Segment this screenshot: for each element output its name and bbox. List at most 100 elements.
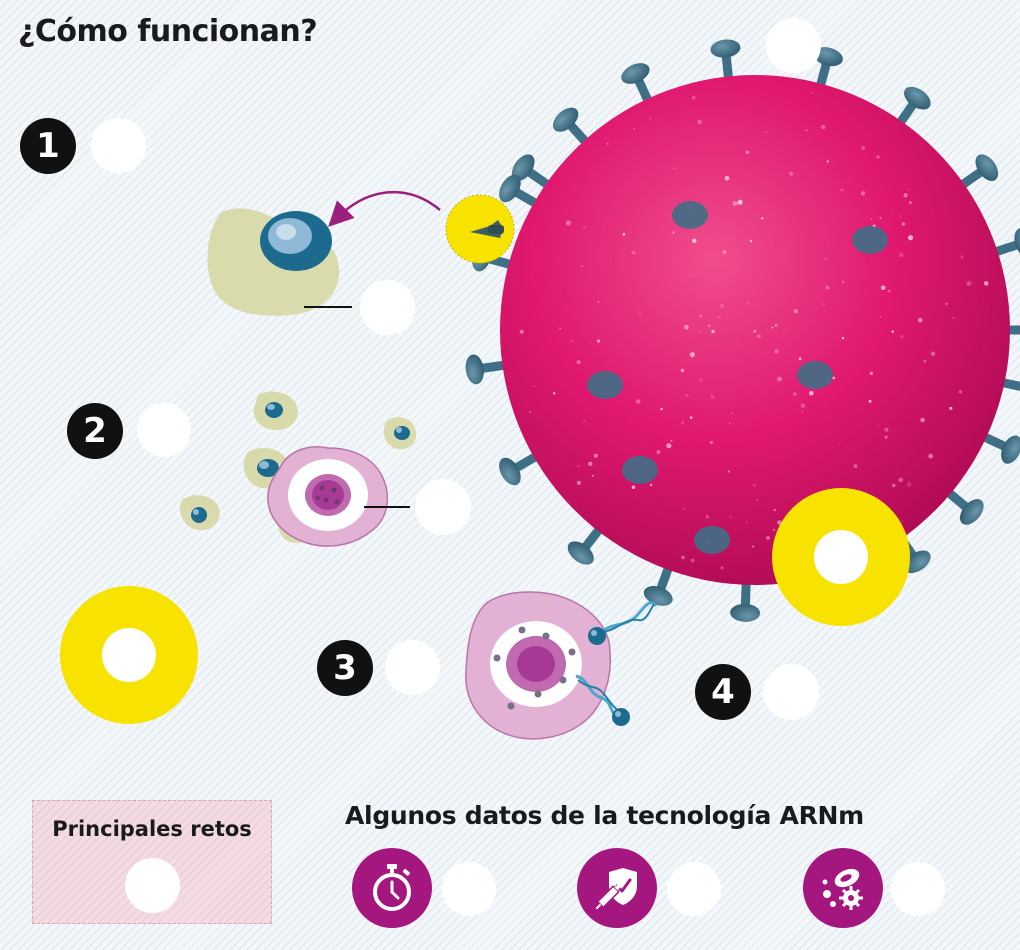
- connector-line: [304, 306, 352, 308]
- texture-speck: [656, 450, 661, 455]
- texture-speck: [731, 412, 733, 414]
- yellow-ring: [60, 586, 198, 724]
- texture-speck: [720, 566, 724, 570]
- texture-speck: [742, 311, 744, 313]
- texture-speck: [660, 407, 663, 411]
- texture-speck: [820, 124, 826, 130]
- texture-speck: [576, 360, 581, 365]
- texture-speck: [801, 410, 804, 413]
- texture-speck: [577, 465, 580, 468]
- spike-protein: [499, 449, 546, 486]
- page-title: ¿Cómo funcionan?: [18, 14, 318, 49]
- challenges-title: Principales retos: [52, 817, 252, 841]
- cell-with-mrna: [465, 591, 658, 740]
- texture-speck: [699, 378, 703, 383]
- texture-speck: [908, 189, 910, 191]
- texture-speck: [793, 309, 799, 314]
- texture-speck: [728, 422, 731, 425]
- texture-speck: [690, 558, 695, 563]
- surface-protein: [672, 201, 708, 229]
- texture-speck: [800, 403, 806, 408]
- texture-speck: [684, 324, 689, 330]
- texture-speck: [729, 516, 731, 518]
- marker-dot: [360, 280, 415, 335]
- texture-speck: [720, 303, 724, 308]
- texture-speck: [589, 342, 591, 344]
- marker-dot: [766, 18, 821, 73]
- texture-speck: [666, 443, 672, 449]
- texture-speck: [689, 416, 693, 419]
- surface-protein: [587, 371, 623, 399]
- connector-line: [364, 506, 410, 508]
- arrow-to-cell: [328, 191, 441, 227]
- step-1-dot: [91, 118, 146, 173]
- texture-speck: [753, 329, 757, 333]
- texture-speck: [685, 394, 689, 397]
- texture-speck: [842, 281, 845, 283]
- virus-surface-proteins: [587, 201, 888, 554]
- step-number: 4: [711, 672, 735, 712]
- texture-speck: [689, 352, 695, 358]
- texture-speck: [903, 193, 908, 198]
- fact-dot: [442, 862, 496, 916]
- texture-speck: [774, 323, 778, 327]
- texture-speck: [887, 289, 891, 293]
- fact-dot: [891, 862, 945, 916]
- texture-speck: [789, 171, 794, 176]
- texture-speck: [880, 285, 886, 291]
- texture-speck: [606, 143, 609, 145]
- texture-speck: [930, 351, 936, 356]
- texture-speck: [884, 435, 888, 439]
- step-1-badge: 1: [20, 118, 76, 174]
- texture-speck: [533, 385, 535, 387]
- yellow-ring: [772, 488, 910, 626]
- step-number: 2: [83, 411, 107, 451]
- texture-speck: [760, 216, 764, 220]
- texture-speck: [920, 417, 925, 423]
- texture-speck: [869, 371, 873, 375]
- marker-dot: [415, 479, 471, 535]
- texture-speck: [705, 515, 709, 519]
- texture-speck: [749, 239, 753, 243]
- step-2-dot: [137, 403, 191, 457]
- texture-speck: [860, 191, 866, 196]
- texture-speck: [597, 301, 600, 303]
- virus-body: [500, 75, 1010, 585]
- texture-speck: [681, 421, 684, 424]
- texture-speck: [727, 470, 730, 473]
- texture-speck: [798, 357, 802, 361]
- step-4-badge: 4: [695, 664, 751, 720]
- texture-speck: [681, 555, 685, 560]
- texture-speck: [783, 329, 785, 331]
- texture-speck: [765, 131, 767, 134]
- spike-protein: [892, 86, 931, 133]
- step-number: 1: [36, 126, 60, 166]
- texture-speck: [892, 483, 896, 488]
- cell-cluster-step-2: [179, 391, 417, 547]
- texture-speck: [838, 441, 841, 444]
- texture-speck: [699, 314, 703, 318]
- texture-speck: [571, 340, 573, 342]
- step-number: 3: [333, 648, 357, 688]
- fact-dot: [667, 862, 721, 916]
- texture-speck: [810, 91, 813, 94]
- texture-speck: [983, 281, 989, 286]
- texture-speck: [923, 359, 927, 363]
- surface-protein: [797, 361, 833, 389]
- texture-speck: [841, 336, 845, 340]
- texture-speck: [756, 334, 761, 339]
- texture-speck: [772, 529, 775, 531]
- texture-speck: [519, 329, 524, 334]
- texture-speck: [724, 175, 730, 181]
- texture-speck: [805, 129, 808, 132]
- texture-speck: [710, 395, 715, 399]
- texture-speck: [949, 406, 953, 410]
- texture-speck: [631, 250, 636, 255]
- texture-speck: [879, 217, 882, 220]
- texture-speck: [746, 521, 748, 524]
- texture-speck: [928, 453, 934, 459]
- texture-speck: [596, 339, 601, 343]
- spike-protein: [952, 154, 999, 193]
- spike-protein: [552, 107, 595, 151]
- spike-highlight: [328, 191, 515, 264]
